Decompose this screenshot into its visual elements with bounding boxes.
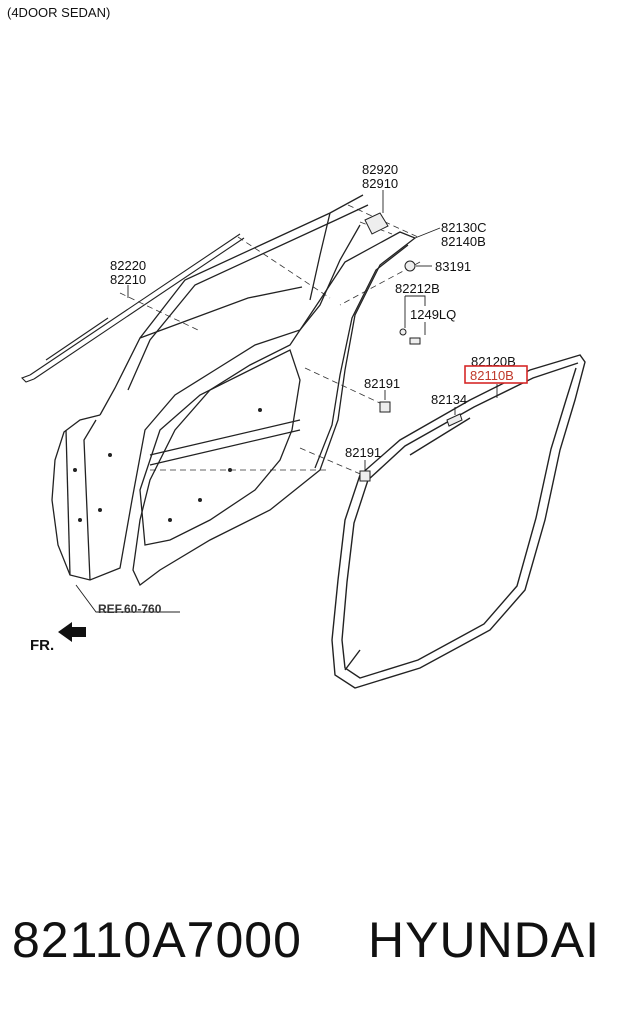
diagram-caption: (4DOOR SEDAN): [7, 5, 111, 20]
part-number: 82110A7000: [12, 912, 302, 968]
weatherstrip-82110B: [331, 354, 586, 689]
label-82140B: 82140B: [441, 234, 486, 249]
door-frame-assembly: [51, 194, 417, 587]
window-belt-moulding: [21, 233, 245, 383]
label-82110B: 82110B: [470, 368, 514, 383]
label-82191-lower: 82191: [345, 445, 381, 460]
label-82920: 82920: [362, 162, 398, 177]
reference-label: REF.60-760: [98, 602, 162, 616]
label-82191-upper: 82191: [364, 376, 400, 391]
label-82220: 82220: [110, 258, 146, 273]
door-frame-holes: [73, 408, 262, 522]
label-82212B: 82212B: [395, 281, 440, 296]
label-82910: 82910: [362, 176, 398, 191]
front-direction-label: FR.: [30, 637, 54, 654]
fr-arrow: [58, 622, 86, 642]
label-82130C: 82130C: [441, 220, 487, 235]
label-1249LQ: 1249LQ: [410, 307, 456, 322]
small-parts: [359, 212, 463, 482]
highlight-box-82110B: [464, 365, 528, 384]
footer: 82110A7000 HYUNDAI: [0, 905, 620, 975]
label-82210: 82210: [110, 272, 146, 287]
door-parts-diagram: 82920 82910 82130C 82140B 83191 82212B 1…: [21, 162, 586, 689]
label-82134: 82134: [431, 392, 467, 407]
label-83191: 83191: [435, 259, 471, 274]
dashed-leader-lines: [119, 204, 421, 477]
brand-name: HYUNDAI: [368, 912, 601, 968]
label-leader-lines: [75, 190, 498, 613]
